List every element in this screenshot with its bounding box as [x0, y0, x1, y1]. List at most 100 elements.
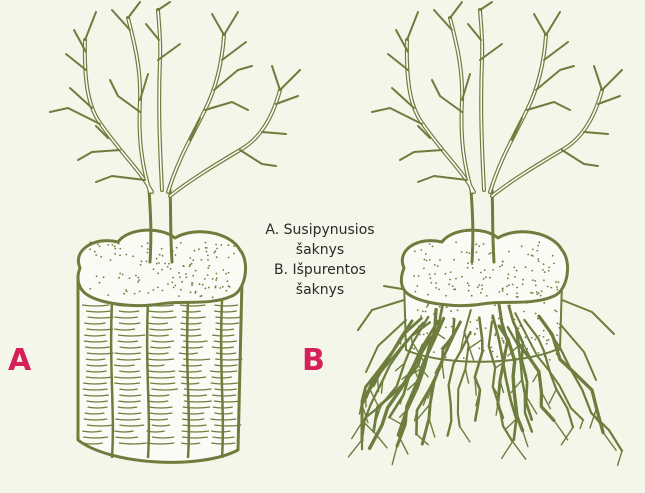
soil-speck	[99, 246, 101, 248]
soil-speck	[141, 246, 143, 248]
soil-speck	[502, 340, 504, 342]
soil-speck	[508, 273, 510, 275]
soil-speck	[543, 279, 545, 281]
soil-speck	[140, 264, 142, 266]
soil-speck	[507, 278, 509, 280]
root-ball-tangled	[78, 230, 246, 462]
root-branch	[618, 451, 622, 465]
soil-speck	[219, 287, 221, 289]
twig	[534, 14, 546, 35]
soil-speck	[164, 263, 166, 265]
twig	[240, 150, 276, 166]
twig	[222, 42, 246, 60]
soil-speck	[532, 292, 534, 294]
soil-speck	[513, 267, 515, 269]
soil-speck	[476, 319, 478, 321]
soil-speck	[138, 277, 140, 279]
soil-speck	[417, 309, 419, 311]
soil-speck	[552, 255, 554, 257]
soil-speck	[499, 266, 501, 268]
twig	[594, 66, 602, 90]
soil-speck	[122, 274, 124, 276]
trunk-left-edge	[149, 190, 151, 262]
soil-speck	[157, 286, 159, 288]
soil-speck	[137, 281, 139, 283]
soil-speck	[212, 278, 214, 280]
soil-speck	[212, 296, 214, 298]
soil-speck	[413, 348, 415, 350]
twig	[544, 42, 568, 60]
soil-speck	[206, 247, 208, 249]
soil-speck	[508, 251, 510, 253]
soil-speck	[180, 289, 182, 291]
soil-speck	[483, 243, 485, 245]
soil-speck	[543, 302, 545, 304]
soil-speck	[516, 287, 518, 289]
soil-speck	[539, 335, 541, 337]
soil-speck	[201, 259, 203, 261]
soil-speck	[501, 264, 503, 266]
soil-speck	[420, 315, 422, 317]
soil-speck	[527, 254, 529, 256]
soil-speck	[178, 272, 180, 274]
soil-speck	[215, 244, 217, 246]
soil-speck	[427, 305, 429, 307]
root-branch	[429, 418, 435, 437]
soil-speck	[99, 282, 101, 284]
soil-speck	[471, 295, 473, 297]
soil-speck	[514, 276, 516, 278]
soil-speck	[475, 243, 477, 245]
side-root	[358, 300, 404, 330]
soil-speck	[182, 265, 184, 267]
soil-speck	[146, 252, 148, 254]
soil-speck	[132, 255, 134, 257]
soil-speck	[522, 279, 524, 281]
soil-speck	[225, 273, 227, 275]
soil-speck	[123, 293, 125, 295]
soil-speck	[448, 283, 450, 285]
root-branch	[460, 427, 470, 442]
soil-speck	[480, 272, 482, 274]
soil-speck	[199, 283, 201, 285]
soil-speck	[470, 321, 472, 323]
soil-speck	[204, 278, 206, 280]
soil-speck	[227, 280, 229, 282]
soil-speck	[506, 294, 508, 296]
twig	[480, 2, 492, 10]
soil-speck	[434, 273, 436, 275]
soil-speck	[415, 291, 417, 293]
soil-speck	[194, 250, 196, 252]
soil-speck	[156, 258, 158, 260]
soil-speck	[423, 259, 425, 261]
soil-speck	[161, 269, 163, 271]
soil-speck	[445, 273, 447, 275]
soil-speck	[555, 281, 557, 283]
twig	[602, 70, 622, 90]
soil-speck	[537, 245, 539, 247]
soil-speck	[226, 290, 228, 292]
soil-speck	[199, 295, 201, 297]
soil-top	[401, 230, 567, 305]
twig	[418, 176, 467, 182]
soil-speck	[540, 295, 542, 297]
soil-speck	[414, 251, 416, 253]
soil-speck	[488, 253, 490, 255]
soil-speck	[216, 277, 218, 279]
soil-speck	[138, 279, 140, 281]
soil-speck	[480, 292, 482, 294]
soil-speck	[550, 287, 552, 289]
twig	[96, 176, 145, 182]
soil-speck	[468, 290, 470, 292]
soil-speck	[426, 332, 428, 334]
soil-speck	[189, 257, 191, 259]
soil-speck	[485, 327, 487, 329]
soil-speck	[494, 304, 496, 306]
soil-speck	[214, 252, 216, 254]
soil-speck	[413, 275, 415, 277]
trunk-left-edge	[471, 190, 473, 262]
soil-speck	[486, 295, 488, 297]
soil-speck	[450, 271, 452, 273]
soil-speck	[135, 275, 137, 277]
caption-line-a-cont: šaknys	[246, 240, 394, 260]
twig	[400, 150, 442, 160]
